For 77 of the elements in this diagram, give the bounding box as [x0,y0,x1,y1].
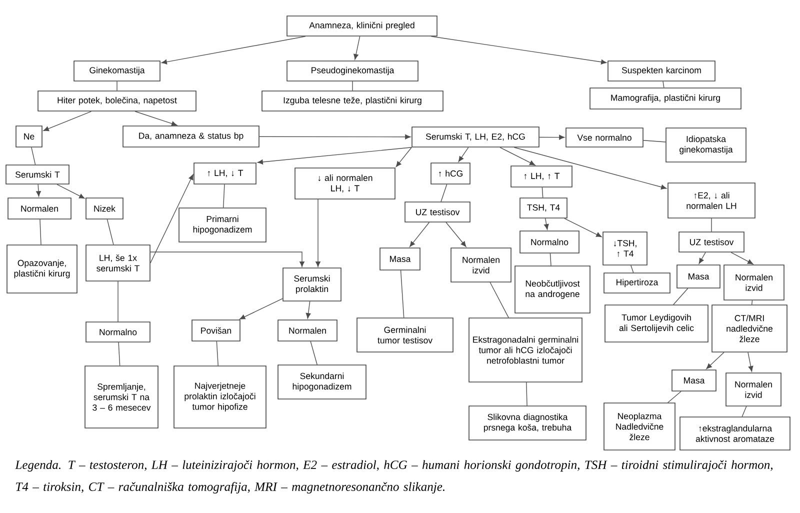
arrow [354,36,360,60]
arrow [396,147,412,167]
arrow [410,222,430,247]
arrow [36,184,41,197]
arrow [539,134,565,140]
arrow [259,134,411,140]
process-box: ↑ LH, ↑ T [510,166,572,188]
arrow [150,174,194,264]
process-box: ↓ ali normalen LH, ↓ T [294,168,396,200]
process-box: ↑ LH, ↓ T [194,162,256,184]
arrow [240,298,283,320]
process-box: ↑ekstraglandularna aktivnost aromataze [680,416,790,450]
arrow [514,147,667,190]
process-box: Izguba telesne teže, plastični kirurg [262,90,444,112]
process-box: Ekstragonadalni germinalni tumor ali hCG izločajoči netrofoblastni tumor [468,318,582,382]
arrow [257,147,412,164]
arrow [306,301,311,319]
process-box: Normalen izvid [450,248,512,282]
arrow [698,252,706,264]
arrow [446,222,466,247]
arrow [458,147,469,162]
process-box: Spremljanje, serumski T na 3 – 6 mesecev [84,366,158,428]
process-box: Pseudoginekomastija [286,60,418,82]
process-box: TSH, T4 [520,198,568,218]
process-box: Nizek [86,198,124,220]
process-box: Serumski T [6,164,70,184]
arrow [564,218,602,238]
arrow [500,147,536,166]
process-box: Ginekomastija [74,60,160,82]
process-box: Opazovanje, plastični kirurg [6,244,78,294]
process-box: Masa [672,370,716,392]
process-box: Najverjetneje prolaktin izločajoči tumor hipofize [174,366,266,428]
process-box: Normalen [278,320,338,342]
process-box: Idiopatska ginekomastija [666,128,746,162]
process-box: UZ testisov [404,202,470,222]
arrow [706,352,724,370]
process-box: Germinalni tumor testisov [356,318,454,352]
process-box: Masa [380,248,420,270]
process-box: Povišan [192,320,240,342]
arrow [430,36,607,64]
caption: Legenda. T – testosteron, LH – luteinizirajoči hormon, E2 – estradiol, hCG – humani horionski gondotropin, TSH – tiroidni stimulirajoči hormon, T4 – tiroksin, CT – računalniška tomografija, MRI – magnetnoresonančno slikanje. [15,460,772,494]
arrow [56,184,85,199]
arrow [316,198,320,268]
process-box: Neobčutljivost na androgene [514,266,590,314]
process-box: Tumor Leydigovih ali Sertolijevih celic [604,304,708,342]
process-box: UZ testisov [678,232,744,252]
process-box: Normalen izvid [724,264,784,300]
process-box: Masa [676,264,720,288]
process-box: Primarni hipogonadizem [178,208,266,242]
process-box: Slikovna diagnostika prsnega koša, trebuha [468,406,586,440]
process-box: Hipertiroza [604,272,670,294]
process-box: Da, anamneza & status bp [122,126,260,148]
process-box: LH, še 1x serumski T [86,244,150,282]
process-box: Anamneza, klinični pregled [286,16,438,36]
process-box: Normalno [520,230,580,254]
arrow [748,352,754,372]
process-box: Hiter potek, bolečina, napetost [38,90,196,112]
process-box: ↓TSH, ↑ T4 [602,232,648,266]
process-box: Serumski prolaktin [282,268,342,302]
process-box: Suspekten karcinom [608,60,716,82]
process-box: Mamografija, plastični kirurg [590,88,742,110]
arrow [544,218,549,230]
process-box: Sekundarni hipogonadizem [278,364,366,400]
arrow [43,111,92,132]
process-box: Normalno [86,322,150,342]
process-box: Normalen [8,198,72,220]
arrow [150,252,304,268]
process-box: ↑ hCG [430,162,470,184]
arrow [730,252,754,264]
process-box: Ne [16,126,42,148]
process-box: Vse normalno [566,128,644,148]
arrow [161,36,306,64]
process-box: CT/MRI nadledvične žleze [712,304,788,352]
process-box: ↑E2, ↓ ali normalen LH [668,182,756,218]
process-box: Neoplazma Nadledvične žleze [604,402,676,450]
process-box: Serumski T, LH, E2, hCG [412,126,540,148]
process-box: Normalen izvid [726,372,782,406]
